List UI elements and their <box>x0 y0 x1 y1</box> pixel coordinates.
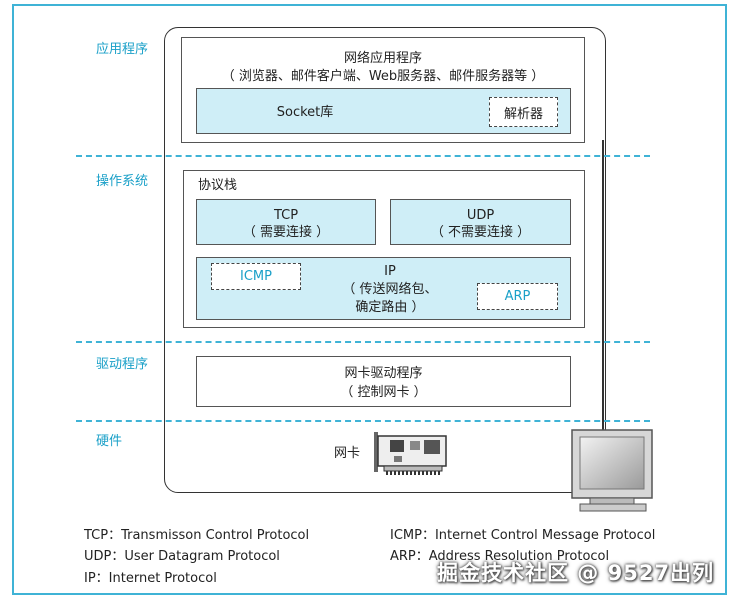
application-title: 网络应用程序 <box>343 51 422 66</box>
layer-label-os: 操作系统 <box>96 174 149 189</box>
figure-frame <box>12 4 727 595</box>
application-subtitle: （ 浏览器、邮件客户端、Web服务器、邮件服务器等 ） <box>221 69 545 84</box>
legend-tcp: TCP：Transmisson Control Protocol <box>84 528 310 543</box>
arp-box: ARP <box>477 283 558 310</box>
tcp-box <box>196 199 376 245</box>
tcp-label: TCP <box>273 208 299 223</box>
nic-driver-box <box>196 356 571 407</box>
udp-note: （ 不需要连接 ） <box>430 225 531 240</box>
legend-udp: UDP：User Datagram Protocol <box>84 549 280 564</box>
legend-icmp: ICMP：Internet Control Message Protocol <box>390 528 656 543</box>
legend-arp: ARP：Address Resolution Protocol <box>390 549 610 564</box>
layer-divider-os-driver <box>76 341 650 343</box>
nic-label: 网卡 <box>334 446 361 461</box>
icmp-box: ICMP <box>211 263 301 290</box>
legend-ip: IP：Internet Protocol <box>84 571 217 586</box>
layer-label-app: 应用程序 <box>96 42 149 57</box>
ip-note-line-1: （ 传送网络包、 <box>342 282 438 297</box>
layer-divider-app-os <box>76 155 650 157</box>
network-card-icon <box>374 432 447 475</box>
ip-label: IP <box>384 264 396 279</box>
resolver-box: 解析器 <box>489 97 558 127</box>
socket-library-label: Socket库 <box>276 105 334 120</box>
connector-line <box>602 140 604 432</box>
resolver-label: 解析器 <box>503 106 543 122</box>
layer-label-driver: 驱动程序 <box>96 357 149 372</box>
nic-driver-note: （ 控制网卡 ） <box>340 385 427 400</box>
layer-divider-driver-hardware <box>76 420 650 422</box>
nic-driver-title: 网卡驱动程序 <box>344 366 423 381</box>
ip-note-line-2: 确定路由 ） <box>355 300 425 315</box>
monitor-icon <box>571 429 653 512</box>
icmp-label: ICMP <box>240 269 272 284</box>
tcp-note: （ 需要连接 ） <box>242 225 330 240</box>
udp-label: UDP <box>466 208 495 223</box>
protocol-stack-title: 协议栈 <box>198 178 238 193</box>
arp-label: ARP <box>504 289 531 304</box>
udp-box <box>390 199 571 245</box>
watermark: 掘金技术社区 @ 9527出列 <box>437 561 715 585</box>
layer-label-hardware: 硬件 <box>96 434 123 449</box>
